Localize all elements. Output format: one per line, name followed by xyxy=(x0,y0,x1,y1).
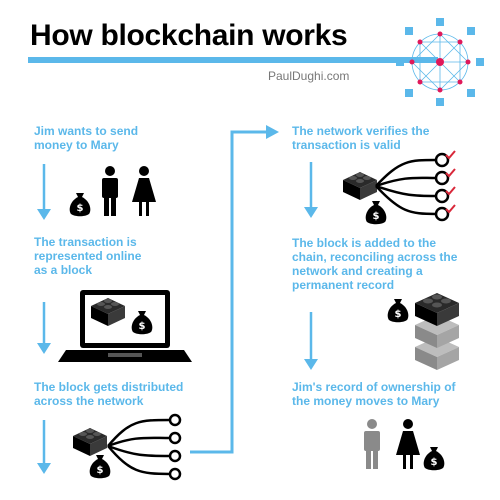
step-3-text: The block gets distributed across the ne… xyxy=(34,380,184,408)
block-icon xyxy=(73,428,107,456)
check-icon xyxy=(445,150,456,159)
connector-arrow xyxy=(190,130,268,454)
step-2-text: The transaction is represented online as… xyxy=(34,235,142,277)
money-bag-icon xyxy=(423,447,445,471)
person-woman-icon xyxy=(396,419,420,469)
network-fan-icon xyxy=(73,413,182,481)
title-underline xyxy=(28,57,438,63)
step-4-text: The network verifies the transaction is … xyxy=(292,124,430,152)
laptop-icon xyxy=(58,290,192,362)
page-title: How blockchain works xyxy=(30,19,348,52)
credit-text: PaulDughi.com xyxy=(268,69,350,83)
person-woman-icon xyxy=(132,166,156,216)
network-logo-icon xyxy=(396,18,484,106)
check-icon xyxy=(445,168,456,177)
person-man-icon xyxy=(102,166,118,216)
block-icon xyxy=(343,172,377,200)
money-bag-icon xyxy=(69,193,91,217)
money-bag-icon xyxy=(89,455,111,479)
check-icon xyxy=(445,204,456,213)
arrow-down-icon xyxy=(37,164,51,474)
check-icon xyxy=(445,186,456,195)
step-1-text: Jim wants to send money to Mary xyxy=(34,124,139,152)
step-6-text: Jim's record of ownership of the money m… xyxy=(292,380,456,408)
money-bag-icon xyxy=(365,201,387,225)
arrow-right-icon xyxy=(266,125,279,139)
arrow-down-icon xyxy=(304,162,318,370)
block-stack-icon xyxy=(415,293,459,370)
network-fan-icon xyxy=(343,150,456,225)
step-5-text: The block is added to the chain, reconci… xyxy=(292,236,458,292)
person-man-icon xyxy=(364,419,380,469)
money-bag-icon xyxy=(387,299,409,323)
